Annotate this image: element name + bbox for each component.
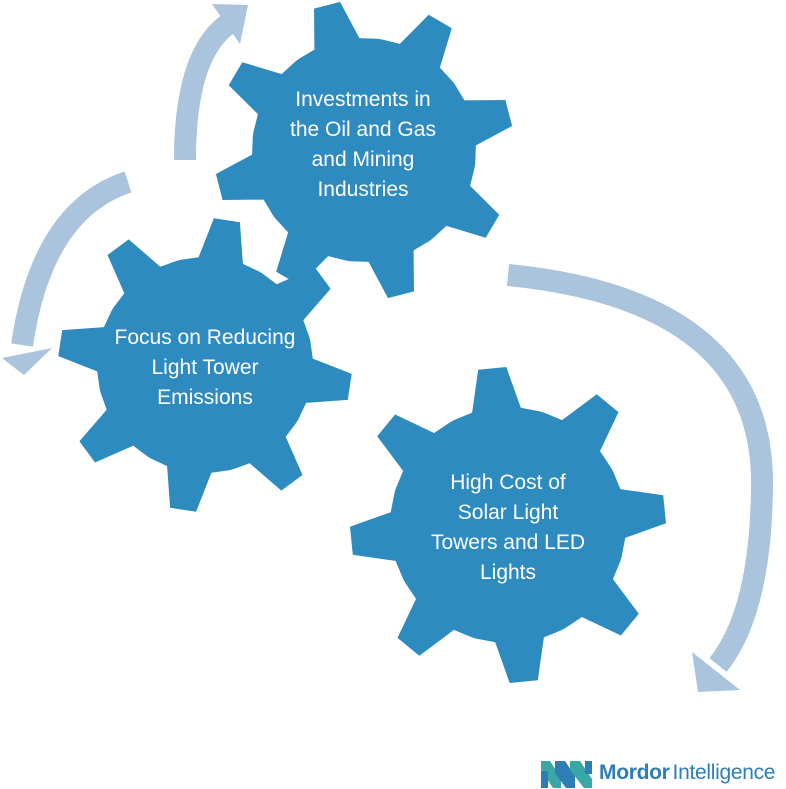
- arrow-top-head: [212, 4, 248, 44]
- gear-bottom: [350, 367, 666, 683]
- gear-left-label-line: Light Tower: [151, 356, 259, 379]
- arrow-left-curve: [11, 171, 132, 347]
- gear-bottom-label-line: Towers and LED: [430, 530, 586, 554]
- gear-left-label-line: Focus on Reducing: [114, 326, 296, 349]
- gear-left-label-line: Emissions: [157, 386, 253, 409]
- gear-top-label-line: Investments in: [295, 88, 431, 111]
- arrows: [2, 4, 774, 692]
- gear-top-label-line: the Oil and Gas: [290, 118, 436, 141]
- gear-left-label: Focus on Reducing Light Tower Emissions: [90, 318, 320, 418]
- mordor-intelligence-logo-icon: [541, 761, 592, 788]
- gear-top-label-line: Industries: [317, 178, 409, 201]
- mordor-intelligence-logo: Mordor Intelligence: [541, 757, 775, 789]
- gear-bottom-label-line: Solar Light: [457, 500, 559, 524]
- gear-bottom-label-line: Lights: [479, 560, 537, 584]
- gear-bottom-label: High Cost of Solar Light Towers and LED …: [393, 465, 623, 590]
- gear-top-label: Investments in the Oil and Gas and Minin…: [248, 75, 478, 215]
- arrow-top-curve: [174, 15, 235, 161]
- logo-text-mordor: Mordor: [599, 761, 670, 784]
- gear-left: [58, 218, 352, 512]
- gear-top: [215, 1, 513, 299]
- gear-bottom-label-line: High Cost of: [450, 470, 566, 494]
- arrow-right-head: [692, 652, 740, 692]
- gear-top-label-line: and Mining: [311, 148, 415, 171]
- arrow-left-head: [2, 348, 52, 375]
- arrow-right-curve: [506, 264, 774, 672]
- logo-text-intelligence: Intelligence: [672, 761, 776, 784]
